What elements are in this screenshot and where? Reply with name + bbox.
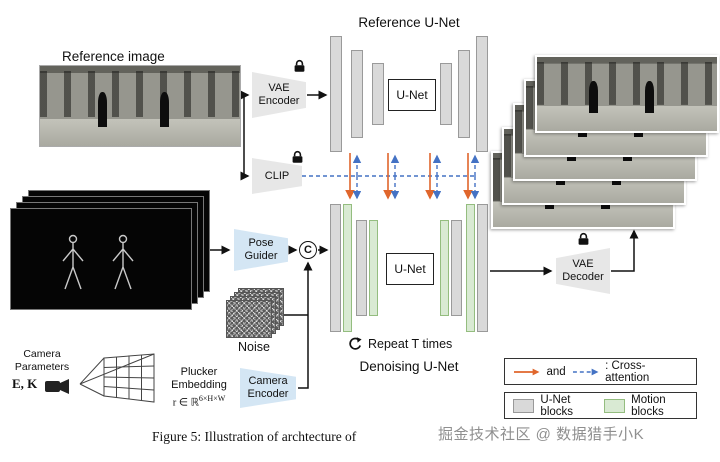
camera-params-label: Camera Parameters: [14, 348, 70, 373]
lock-icon: [578, 232, 589, 245]
unet-block-bar: [451, 220, 462, 316]
plucker-frustum: [79, 353, 155, 403]
reference-image: [40, 66, 240, 146]
clip-label: CLIP: [264, 169, 290, 182]
noise-tile: [226, 300, 272, 338]
reference-unet-title: Reference U-Net: [358, 15, 460, 30]
denoising-unet-title: Denoising U-Net: [359, 359, 459, 374]
noise-label: Noise: [238, 340, 270, 354]
lock-icon: [292, 150, 303, 163]
unet-block-bar: [330, 36, 342, 152]
legend-and-label: and: [546, 365, 566, 378]
output-frame-scene: [537, 57, 717, 131]
plucker-math-base: r ∈ ℝ: [172, 397, 199, 409]
watermark: 掘金技术社区 @ 数据猎手小K: [438, 426, 645, 443]
pose-frame: [10, 208, 192, 310]
plucker-embedding-label: Plucker Embedding: [171, 366, 227, 392]
vae-decoder-label: VAE Decoder: [562, 258, 604, 283]
vae-encoder-label: VAE Encoder: [258, 82, 300, 107]
reference-image-scene: [40, 66, 240, 146]
unet-blocks-label: U-Net blocks: [540, 393, 574, 418]
legend-cross-attention-label: : Cross-attention: [605, 359, 650, 384]
motion-block-bar: [343, 204, 352, 332]
legend-blocks: U-Net blocks Motion blocks: [504, 392, 697, 419]
repeat-icon: [349, 337, 362, 350]
unet-block-bar: [440, 63, 452, 125]
unet-block-bar: [372, 63, 384, 125]
lock-icon: [294, 59, 305, 72]
reference-unet-blocks: U-Net: [330, 36, 488, 152]
output-frames-stack: [491, 55, 720, 229]
unet-block-bar: [476, 36, 488, 152]
unet-blocks-swatch: [513, 398, 535, 413]
unet-block-bar: [330, 204, 341, 332]
plucker-math: r ∈ ℝ6×H×W: [160, 394, 238, 409]
camera-icon: [45, 379, 69, 394]
pose-guider-label: Pose Guider: [244, 237, 278, 262]
unet-label: U-Net: [394, 262, 426, 276]
legend-arrow-orange-icon: [513, 368, 540, 375]
concat-circle: C: [299, 241, 317, 259]
repeat-label: Repeat T times: [368, 337, 453, 351]
legend-arrow-blue-icon: [572, 368, 599, 375]
legend-cross-attention: and : Cross-attention: [504, 358, 697, 385]
motion-block-bar: [466, 204, 475, 332]
concat-label: C: [304, 244, 312, 256]
unet-block-bar: [458, 50, 470, 138]
unet-block-bar: [477, 204, 488, 332]
unet-label-box: U-Net: [388, 79, 436, 111]
motion-blocks-swatch: [603, 398, 626, 413]
motion-blocks-label: Motion blocks: [631, 393, 666, 418]
pose-skeleton-icon: [62, 234, 134, 290]
unet-block-bar: [351, 50, 363, 138]
unet-label-box: U-Net: [386, 253, 434, 285]
denoising-unet-blocks: U-Net: [330, 204, 488, 332]
motion-block-bar: [369, 220, 378, 316]
reference-image-label: Reference image: [62, 49, 165, 64]
film-frame: [535, 55, 719, 133]
camera-params-math: E, K: [12, 376, 38, 391]
pose-frames-stack: [10, 190, 210, 310]
unet-label: U-Net: [396, 88, 428, 102]
motion-block-bar: [440, 220, 449, 316]
camera-encoder-label: Camera Encoder: [247, 375, 289, 400]
plucker-math-sup: 6×H×W: [198, 394, 226, 403]
figure-caption: Figure 5: Illustration of archtecture of: [152, 429, 357, 444]
noise-stack: [226, 288, 286, 338]
unet-block-bar: [356, 220, 367, 316]
